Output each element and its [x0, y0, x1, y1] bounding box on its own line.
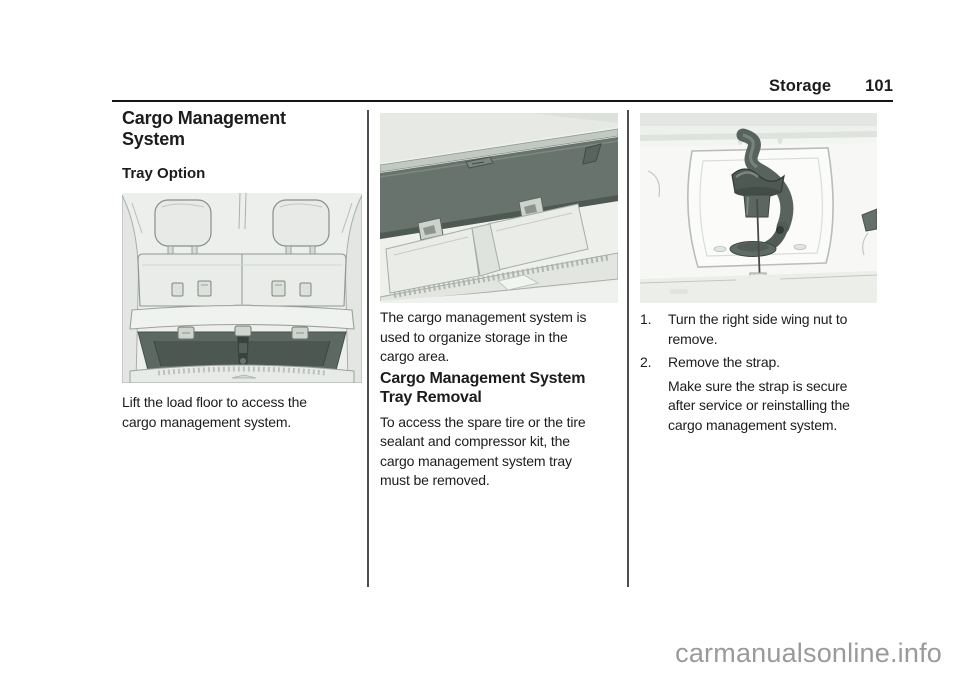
- heading-tray-removal: Cargo Management System Tray Removal: [380, 369, 586, 407]
- step-2: 2. Remove the strap.: [640, 353, 888, 373]
- column-divider-1: [367, 110, 369, 587]
- col2-paragraph-1: The cargo management system is used to o…: [380, 309, 587, 364]
- step-2-number: 2.: [640, 354, 652, 370]
- heading-cargo-management-system: Cargo Management System: [122, 108, 286, 149]
- col2-paragraph-2: To access the spare tire or the tire sea…: [380, 413, 586, 489]
- watermark: carmanualsonline.info: [675, 638, 942, 668]
- col1-caption: Lift the load floor to access the cargo …: [122, 394, 307, 430]
- column-left: Cargo Management System Tray Option: [121, 108, 364, 432]
- step-1: 1. Turn the right side wing nut to remov…: [640, 310, 888, 349]
- cargo-area-illustration: [121, 192, 364, 384]
- column-middle: The cargo management system is used to o…: [379, 108, 620, 491]
- step-2-text: Remove the strap.: [668, 354, 780, 370]
- step-2-note: Make sure the strap is secure after serv…: [668, 377, 850, 433]
- page-header: Storage 101: [112, 77, 893, 96]
- cargo-tray-illustration: [379, 113, 620, 304]
- column-right: 1. Turn the right side wing nut to remov…: [639, 108, 888, 435]
- column-divider-2: [627, 110, 629, 587]
- wing-nut-strap-illustration: [639, 113, 888, 303]
- header-rule: [112, 100, 893, 102]
- header-page-number: 101: [865, 77, 893, 95]
- step-1-number: 1.: [640, 311, 652, 327]
- header-section-title: Storage: [769, 77, 832, 95]
- subheading-tray-option: Tray Option: [122, 165, 206, 182]
- step-1-text: Turn the right side wing nut to remove.: [668, 311, 848, 347]
- removal-steps: 1. Turn the right side wing nut to remov…: [640, 310, 888, 373]
